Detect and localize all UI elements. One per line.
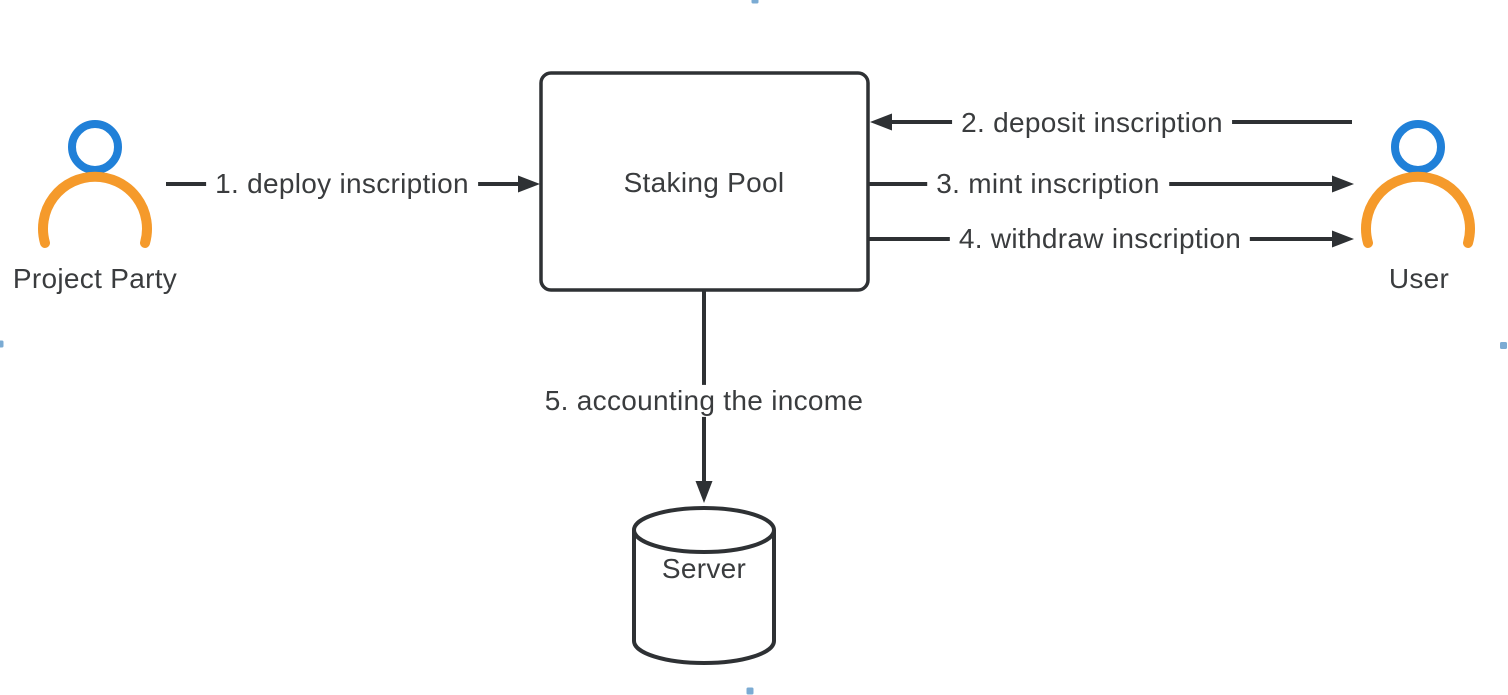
arrowhead-down-icon — [695, 481, 713, 503]
arrowhead-left-icon — [870, 113, 892, 131]
edge-label-accounting-income[interactable]: 5. accounting the income — [535, 384, 873, 418]
edge-label-deposit-inscription[interactable]: 2. deposit inscription — [952, 106, 1232, 140]
selection-handle-bottom[interactable] — [746, 687, 754, 695]
arrowhead-right-icon — [1332, 175, 1354, 193]
person-head-icon — [68, 120, 122, 174]
person-body-icon — [1361, 171, 1475, 248]
staking-pool-label[interactable]: Staking Pool — [623, 166, 785, 198]
server-label[interactable]: Server — [661, 552, 747, 584]
user-label[interactable]: User — [1388, 262, 1450, 294]
user-person-icon[interactable] — [1361, 120, 1475, 248]
project-party-label[interactable]: Project Party — [12, 262, 178, 294]
selection-handle-right[interactable] — [1500, 342, 1507, 349]
person-head-icon — [1391, 120, 1445, 174]
arrowhead-right-icon — [1332, 230, 1354, 248]
person-body-icon — [38, 171, 152, 248]
edge-label-withdraw-inscription[interactable]: 4. withdraw inscription — [949, 222, 1251, 256]
project-party-person-icon[interactable] — [38, 120, 152, 248]
edge-label-deploy-inscription[interactable]: 1. deploy inscription — [206, 167, 478, 201]
cylinder-top — [632, 506, 776, 554]
selection-handle-left[interactable] — [0, 340, 4, 348]
cylinder-body — [632, 530, 776, 665]
arrowhead-right-icon — [518, 175, 540, 193]
edge-label-mint-inscription[interactable]: 3. mint inscription — [927, 167, 1169, 201]
server-cylinder-icon[interactable] — [632, 506, 776, 665]
selection-handle-top[interactable] — [751, 0, 759, 4]
